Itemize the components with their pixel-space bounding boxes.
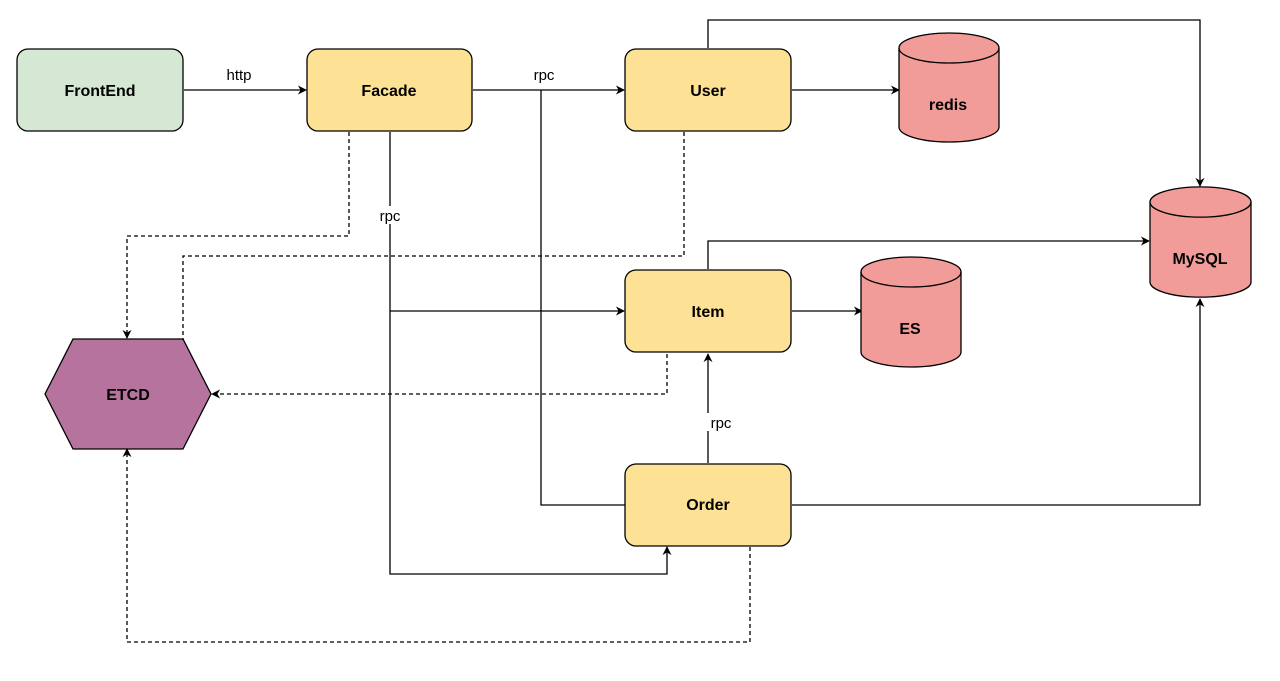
node-user-box [624, 48, 792, 132]
node-etcd-hexagon [44, 338, 212, 450]
edge-order-etcd [122, 448, 751, 643]
node-frontend: FrontEnd [16, 48, 184, 132]
node-item: Item [624, 269, 792, 353]
edge-order-mysql [792, 298, 1205, 506]
edge-item-etcd [211, 354, 668, 399]
edge-label-bg [529, 65, 557, 83]
edge-label-http: http [226, 67, 251, 84]
node-mysql-label: MySQL [1172, 251, 1227, 268]
node-frontend-label: FrontEnd [64, 83, 135, 100]
node-redis: redis [898, 32, 1000, 143]
node-mysql-cylinder [1149, 186, 1252, 298]
edge-facade-etcd [122, 132, 350, 339]
edge-order-rpc-line [540, 90, 625, 506]
node-etcd: ETCD [44, 338, 212, 450]
node-es-label: ES [899, 321, 921, 338]
node-es-cylinder [860, 256, 962, 368]
edge-user-mysql [707, 19, 1205, 187]
node-es: ES [860, 256, 962, 368]
node-mysql-rim [1149, 201, 1252, 218]
edge-label-rpc-facade-user: rpc [534, 67, 555, 84]
node-frontend-box [16, 48, 184, 132]
edge-item-mysql [707, 236, 1150, 269]
node-redis-rim [898, 47, 1000, 64]
node-user-label: User [690, 83, 726, 100]
edge-label-bg [376, 206, 404, 224]
edge-label-rpc-order-item: rpc [711, 415, 732, 432]
node-redis-cylinder [898, 32, 1000, 143]
edge-facade-order [389, 311, 672, 575]
node-mysql: MySQL [1149, 186, 1252, 298]
node-etcd-label: ETCD [106, 387, 150, 404]
edge-user-etcd [178, 132, 685, 359]
node-facade-label: Facade [361, 83, 416, 100]
edge-facade-item [389, 132, 625, 316]
node-user: User [624, 48, 792, 132]
node-item-label: Item [692, 304, 725, 321]
edge-label-bg [706, 413, 736, 431]
node-order-box [624, 463, 792, 547]
edge-label-bg [222, 65, 256, 83]
node-es-rim [860, 271, 962, 288]
node-order: Order [624, 463, 792, 547]
node-item-box [624, 269, 792, 353]
node-redis-label: redis [929, 97, 967, 114]
node-facade: Facade [306, 48, 473, 132]
node-order-label: Order [686, 497, 730, 514]
node-facade-box [306, 48, 473, 132]
edge-label-rpc-facade-item: rpc [380, 208, 401, 225]
